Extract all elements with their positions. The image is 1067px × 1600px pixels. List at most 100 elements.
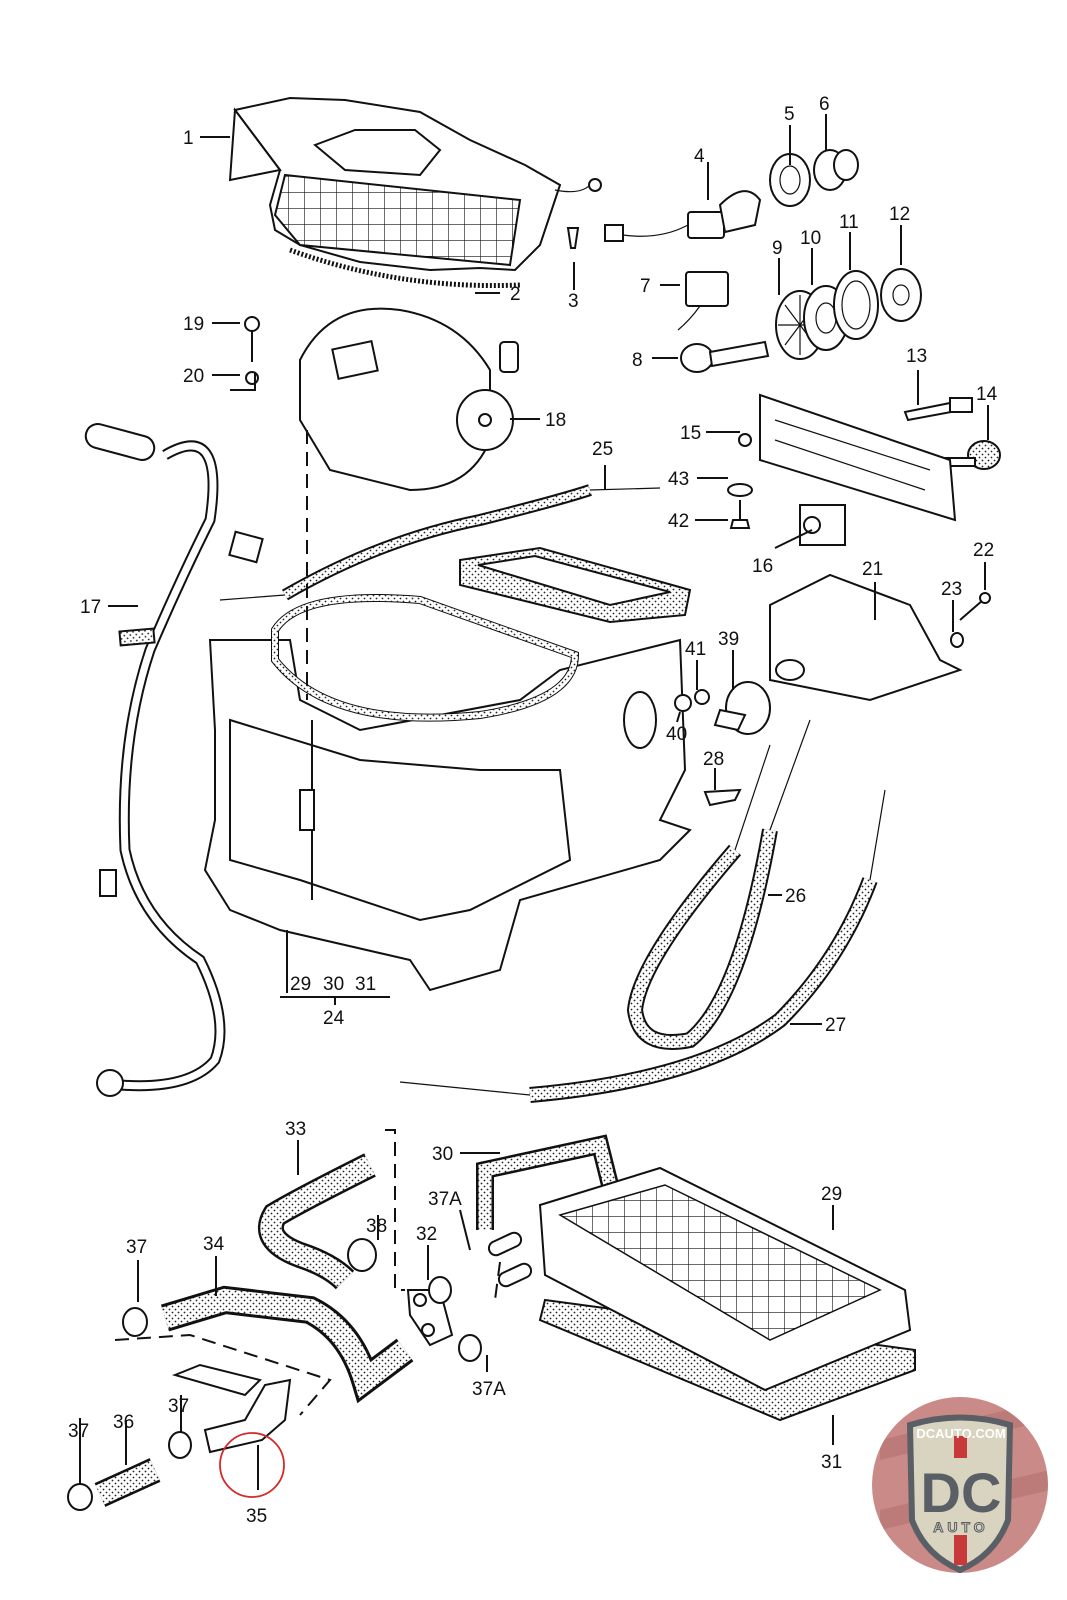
clamp-37-c [67,1483,93,1511]
part-2-seal [289,247,521,289]
label-8: 8 [632,350,643,371]
clamp-37A-a [428,1276,452,1304]
label-13: 13 [906,346,927,367]
label-43: 43 [668,469,689,490]
part-5-bezel [769,153,811,207]
label-28: 28 [703,749,724,770]
label-9: 9 [772,238,783,259]
label-12: 12 [889,204,910,225]
part-6-knob [813,149,859,191]
part-43-washer [727,483,753,497]
part-27-cable [399,789,886,1103]
part-39-switch [713,681,771,735]
label-25: 25 [592,439,613,460]
part-28-clip [703,788,742,807]
part-19-screw [244,316,260,362]
label-32: 32 [416,1224,437,1245]
logo-stripe-top [954,1436,967,1458]
label-23: 23 [941,579,962,600]
label-18: 18 [545,410,566,431]
label-35: 35 [246,1506,267,1527]
label-37-bottom: 37 [68,1421,89,1442]
label-2: 2 [510,284,521,305]
part-23-washer [950,632,964,648]
part-12-knob [880,268,922,322]
label-37A-upper: 37A [428,1189,462,1210]
part-labels: 1 2 3 4 5 6 7 8 9 10 11 12 13 14 15 16 1… [68,94,998,1527]
label-31-housing: 31 [355,974,376,995]
label-41: 41 [685,639,706,660]
part-26-cable [626,719,811,1050]
logo-word: AUTO [933,1519,988,1535]
label-19: 19 [183,314,204,335]
label-29: 29 [821,1184,842,1205]
label-1: 1 [183,128,194,149]
part-1-blower-cover [228,96,602,272]
label-4: 4 [694,146,705,167]
label-29-housing: 29 [290,974,311,995]
part-41-nut [694,689,710,705]
logo-stripe-bottom [954,1535,967,1565]
label-31: 31 [821,1452,842,1473]
assembly-guides [114,430,501,1416]
label-15: 15 [680,423,701,444]
label-37A-lower: 37A [472,1379,506,1400]
label-11: 11 [839,212,859,233]
part-35-valve [171,1363,292,1454]
logo-monogram: DC [921,1461,1002,1524]
label-27: 27 [825,1015,846,1036]
clamp-37-a [122,1307,148,1337]
part-34-hose [160,1285,414,1404]
logo-site-text: DCAUTO.COM [916,1426,1005,1441]
clamp-37-b [168,1431,192,1459]
label-3: 3 [568,291,579,312]
part-33-hose [258,1153,376,1290]
part-11-ring-gear [833,270,879,340]
label-20: 20 [183,366,204,387]
part-20-washer [245,371,259,385]
dcauto-logo[interactable]: DCAUTO.COM DC AUTO [872,1397,1050,1574]
part-18-blower-motor [299,307,519,492]
highlight-circle-part-35 [219,1432,285,1498]
label-22: 22 [973,540,994,561]
label-40: 40 [666,724,687,745]
label-6: 6 [819,94,830,115]
part-8-sensor [680,340,770,373]
clamp-38 [347,1238,377,1272]
label-36: 36 [113,1412,134,1433]
part-4-switch [604,190,762,242]
part-24-heater-housing [203,546,692,992]
part-29-heater-core [487,1166,912,1392]
label-42: 42 [668,511,689,532]
part-3-clip [566,227,580,249]
label-38: 38 [366,1216,387,1237]
part-13-slider [903,397,973,422]
part-40-washer [674,694,692,712]
label-26: 26 [785,886,806,907]
clamp-37A-b [458,1334,482,1362]
label-39: 39 [718,629,739,650]
part-21-flap-mechanism [769,573,963,702]
label-24: 24 [323,1008,345,1029]
label-16: 16 [752,556,773,577]
label-33: 33 [285,1119,306,1140]
label-7: 7 [640,276,651,297]
part-16-switch-block [799,504,846,546]
label-5: 5 [784,104,795,125]
part-22-screw [959,592,991,621]
label-30-housing: 30 [323,974,344,995]
logo-shield [906,1414,1014,1574]
leader-lines [79,114,989,1490]
part-14-knob [944,440,1001,470]
part-42-screw [729,500,751,529]
part-36-hose [94,1458,161,1507]
label-30: 30 [432,1144,453,1165]
part-25-cable [219,484,661,601]
label-21: 21 [862,559,883,580]
label-10: 10 [800,228,821,249]
label-17: 17 [80,597,101,618]
part-17-wiring-harness [84,423,264,1097]
part-30-gasket [476,1134,619,1230]
label-14: 14 [976,384,998,405]
